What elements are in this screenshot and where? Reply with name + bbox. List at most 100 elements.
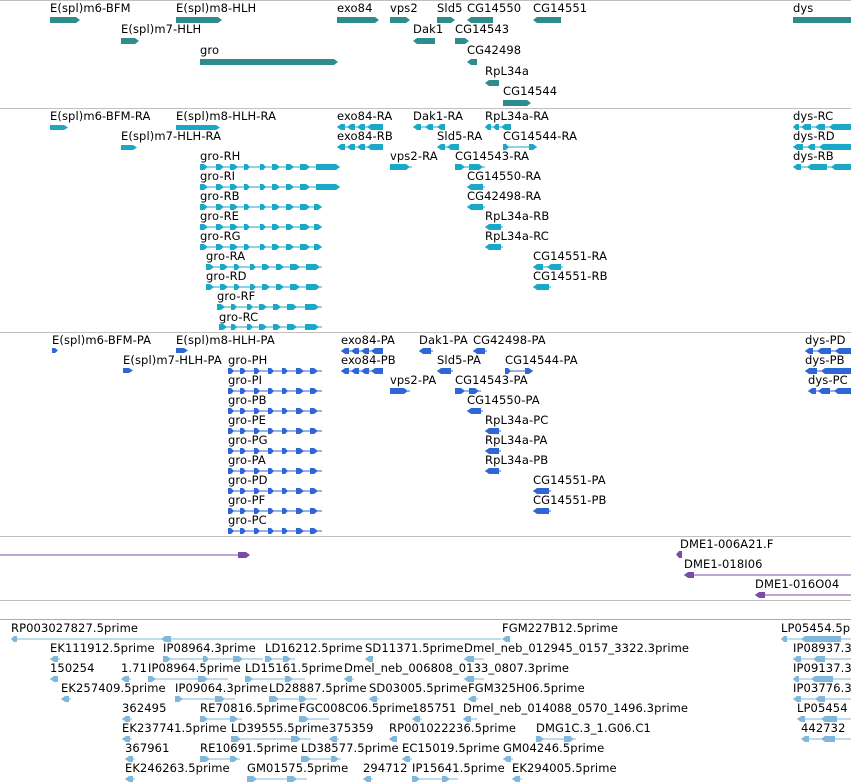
transcript-label[interactable]: exo84-RB: [337, 129, 393, 143]
est-glyph[interactable]: [503, 756, 511, 762]
protein-label[interactable]: gro-PI: [228, 373, 263, 387]
clone-label[interactable]: DME1-018I06: [684, 557, 763, 571]
transcript-label[interactable]: E(spl)m7-HLH-RA: [121, 129, 222, 143]
protein-label[interactable]: vps2-PA: [390, 373, 437, 387]
protein-glyph-exon[interactable]: [228, 368, 234, 374]
est-glyph[interactable]: [175, 696, 183, 702]
est-label[interactable]: RP003027827.5prime: [11, 621, 139, 635]
protein-glyph-exon[interactable]: [371, 368, 383, 374]
est-label[interactable]: 362495: [122, 701, 167, 715]
protein-glyph-exon[interactable]: [310, 488, 318, 494]
protein-glyph-exon[interactable]: [455, 388, 465, 394]
transcript-label[interactable]: gro-RA: [206, 249, 246, 263]
est-label[interactable]: EK246263.5prime: [125, 761, 230, 775]
protein-glyph-exon[interactable]: [282, 428, 288, 434]
transcript-glyph-exon[interactable]: [260, 224, 266, 230]
transcript-label[interactable]: Dak1-RA: [413, 109, 464, 123]
protein-glyph-exon[interactable]: [268, 368, 274, 374]
transcript-glyph-exon[interactable]: [807, 164, 827, 170]
transcript-label[interactable]: Sld5-RA: [437, 129, 483, 143]
protein-glyph-exon[interactable]: [254, 528, 260, 534]
protein-glyph-exon[interactable]: [525, 368, 533, 374]
gene-label[interactable]: exo84: [337, 1, 373, 15]
transcript-glyph-exon[interactable]: [529, 144, 537, 150]
transcript-glyph-exon[interactable]: [300, 224, 310, 230]
protein-glyph-exon[interactable]: [268, 428, 274, 434]
transcript-label[interactable]: dys-RB: [793, 149, 834, 163]
transcript-glyph-exon[interactable]: [290, 264, 300, 270]
transcript-glyph-exon[interactable]: [286, 204, 294, 210]
transcript-glyph-exon[interactable]: [234, 284, 240, 290]
est-label[interactable]: EK294005.5prime: [512, 761, 617, 775]
protein-glyph-exon[interactable]: [805, 348, 813, 354]
transcript-glyph-exon[interactable]: [260, 244, 266, 250]
transcript-glyph-exon[interactable]: [216, 224, 224, 230]
transcript-glyph-exon[interactable]: [200, 184, 208, 190]
protein-glyph-exon[interactable]: [228, 388, 234, 394]
protein-glyph-exon[interactable]: [296, 508, 304, 514]
protein-label[interactable]: dys-PC: [808, 373, 848, 387]
gene-label[interactable]: CG14543: [455, 22, 510, 36]
est-label[interactable]: EK237741.5prime: [122, 721, 227, 735]
est-glyph[interactable]: [200, 756, 210, 762]
protein-label[interactable]: RpL34a-PB: [485, 453, 549, 467]
transcript-label[interactable]: gro-RI: [200, 169, 236, 183]
est-label[interactable]: Dmel_neb_006808_0133_0807.3prime: [344, 661, 570, 675]
transcript-glyph-exon[interactable]: [485, 224, 501, 230]
transcript-glyph-exon[interactable]: [306, 264, 320, 270]
protein-glyph-exon[interactable]: [240, 388, 246, 394]
protein-glyph-exon[interactable]: [533, 508, 549, 514]
transcript-glyph-exon[interactable]: [231, 304, 237, 310]
transcript-label[interactable]: gro-RE: [200, 209, 240, 223]
transcript-glyph-exon[interactable]: [231, 324, 237, 330]
transcript-glyph-exon[interactable]: [286, 244, 294, 250]
protein-glyph-exon[interactable]: [296, 368, 304, 374]
est-label[interactable]: 185751: [412, 701, 457, 715]
gene-glyph[interactable]: [200, 59, 338, 65]
gene-label[interactable]: E(spl)m7-HLH: [121, 22, 202, 36]
protein-glyph-exon[interactable]: [240, 488, 246, 494]
transcript-glyph-exon[interactable]: [272, 184, 280, 190]
protein-glyph-exon[interactable]: [310, 508, 318, 514]
est-glyph[interactable]: [161, 636, 171, 642]
transcript-glyph-exon[interactable]: [273, 324, 281, 330]
protein-glyph-exon[interactable]: [268, 508, 274, 514]
est-glyph[interactable]: [50, 676, 58, 682]
protein-label[interactable]: gro-PD: [228, 473, 268, 487]
clone-glyph[interactable]: [676, 551, 682, 558]
transcript-glyph-exon[interactable]: [367, 124, 383, 130]
transcript-glyph-exon[interactable]: [286, 224, 294, 230]
transcript-label[interactable]: gro-RB: [200, 189, 240, 203]
transcript-label[interactable]: dys-RC: [793, 109, 834, 123]
transcript-glyph-exon[interactable]: [437, 124, 445, 130]
est-glyph[interactable]: [464, 676, 474, 682]
est-label[interactable]: IP08964.5prime: [148, 661, 241, 675]
est-label[interactable]: RE10691.5prime: [200, 741, 298, 755]
transcript-glyph-exon[interactable]: [230, 204, 238, 210]
est-glyph[interactable]: [125, 776, 133, 782]
transcript-glyph-exon[interactable]: [244, 164, 250, 170]
transcript-glyph-exon[interactable]: [485, 244, 501, 250]
transcript-glyph-exon[interactable]: [206, 264, 214, 270]
protein-label[interactable]: dys-PB: [805, 353, 845, 367]
transcript-label[interactable]: CG14551-RB: [533, 269, 608, 283]
protein-glyph-exon[interactable]: [268, 468, 274, 474]
transcript-glyph-exon[interactable]: [793, 144, 803, 150]
est-glyph[interactable]: [122, 716, 130, 722]
gene-glyph[interactable]: [176, 17, 222, 23]
transcript-glyph[interactable]: [121, 145, 137, 150]
protein-label[interactable]: gro-PE: [228, 413, 266, 427]
transcript-glyph-exon[interactable]: [485, 124, 491, 130]
est-glyph[interactable]: [122, 736, 130, 742]
gene-label[interactable]: E(spl)m6-BFM: [50, 1, 131, 15]
protein-label[interactable]: E(spl)m7-HLH-PA: [123, 353, 222, 367]
transcript-glyph-exon[interactable]: [260, 204, 266, 210]
protein-glyph-exon[interactable]: [228, 448, 234, 454]
clone-glyph[interactable]: [238, 552, 250, 558]
transcript-label[interactable]: dys-RD: [793, 129, 835, 143]
transcript-glyph-exon[interactable]: [314, 244, 322, 250]
transcript-glyph-exon[interactable]: [216, 164, 224, 170]
est-label[interactable]: DMG1C.3_1.G06.C1: [536, 721, 651, 735]
transcript-glyph-exon[interactable]: [217, 304, 225, 310]
transcript-glyph-exon[interactable]: [200, 244, 208, 250]
